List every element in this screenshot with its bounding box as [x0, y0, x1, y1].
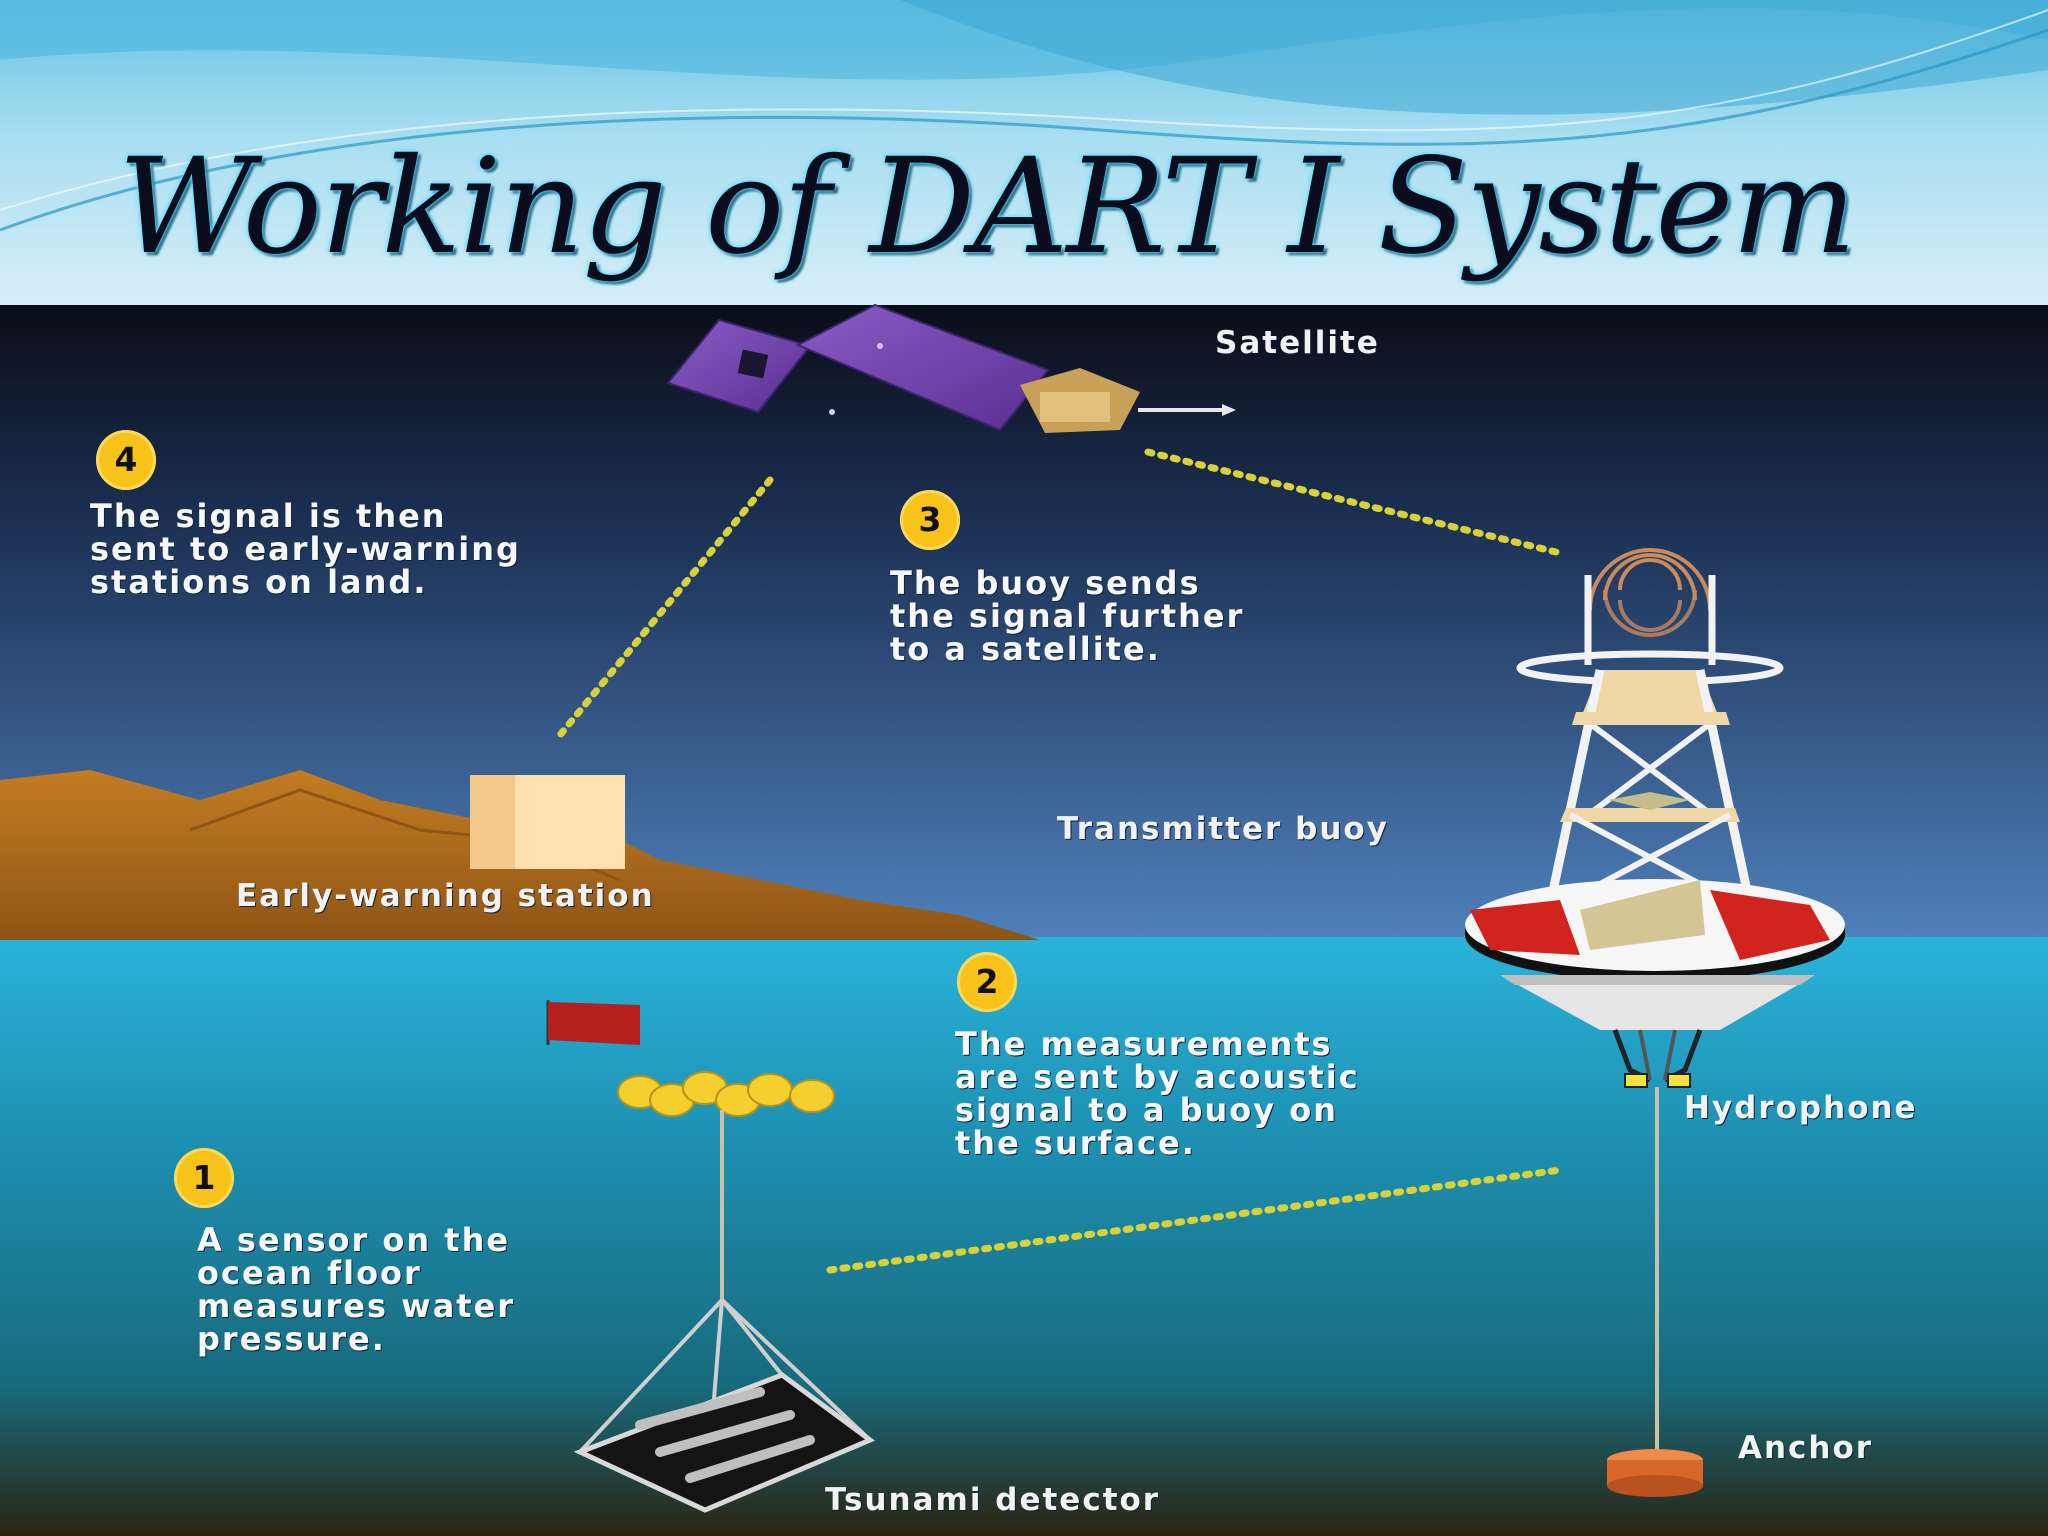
- tsunami-detector-illustration: [546, 1000, 876, 1513]
- signal-path-station-to-satellite: [556, 476, 774, 739]
- transmitter-buoy: [1465, 548, 1845, 981]
- signal-path-satellite-to-buoy: [1144, 448, 1564, 557]
- step-2-badge: 2: [957, 952, 1017, 1012]
- step-3-text: The buoy sends the signal further to a s…: [890, 564, 1245, 668]
- anchor-illustration: [1607, 1449, 1703, 1497]
- slide-title: Working of DART I System: [118, 130, 1857, 284]
- label-satellite: Satellite: [1215, 325, 1380, 361]
- signal-path-detector-to-hydrophone: [826, 1166, 1564, 1274]
- label-transmitter-buoy: Transmitter buoy: [1057, 811, 1389, 847]
- hydrophone-illustration: [1500, 975, 1815, 1455]
- label-tsunami-detector: Tsunami detector: [825, 1482, 1161, 1518]
- label-anchor: Anchor: [1738, 1430, 1874, 1466]
- step-1-badge: 1: [174, 1148, 234, 1208]
- header-band: [0, 0, 2048, 305]
- step-2-text: The measurements are sent by acoustic si…: [955, 1025, 1360, 1162]
- satellite-illustration: [666, 303, 1236, 433]
- station-building: [470, 775, 625, 869]
- sea-background: [0, 937, 2048, 1536]
- step-3-badge: 3: [900, 490, 960, 550]
- step-1-text: A sensor on the ocean floor measures wat…: [197, 1221, 516, 1358]
- step-4-badge: 4: [96, 430, 156, 490]
- label-hydrophone: Hydrophone: [1684, 1090, 1918, 1126]
- label-early-warning-station: Early-warning station: [236, 878, 655, 914]
- step-4-text: The signal is then sent to early-warning…: [90, 497, 521, 601]
